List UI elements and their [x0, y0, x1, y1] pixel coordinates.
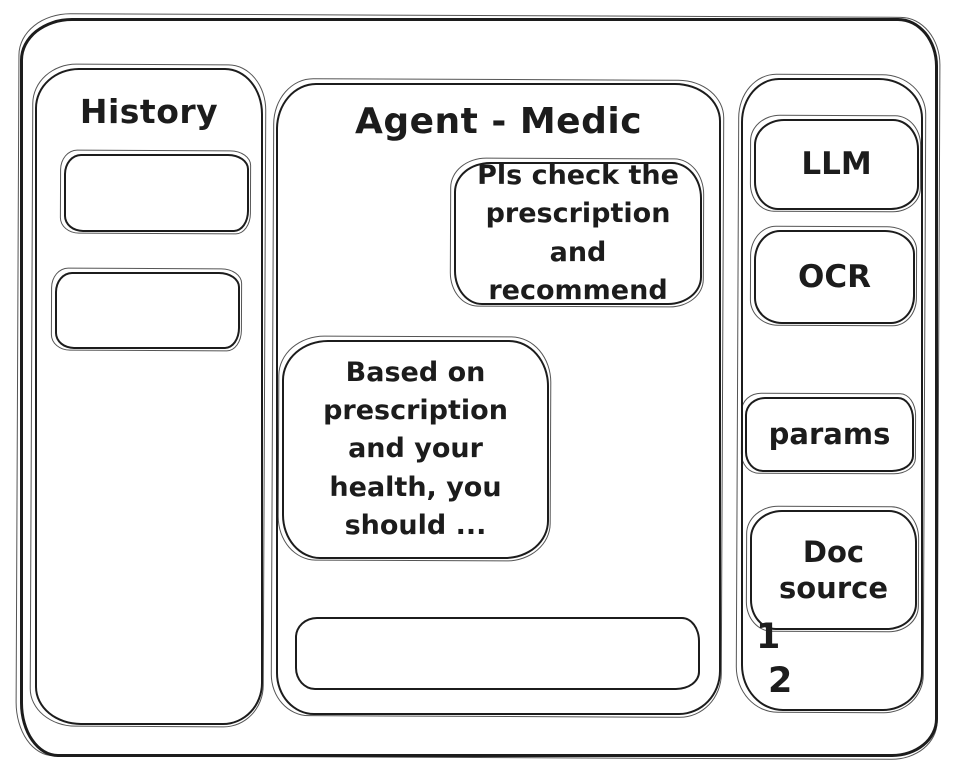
tools-panel: LLM OCR params Doc source 1 2: [741, 78, 923, 711]
ocr-button[interactable]: OCR: [754, 230, 915, 324]
user-message-bubble: Pls check the prescription and recommend: [454, 160, 702, 306]
history-item[interactable]: [64, 154, 249, 232]
doc-source-item[interactable]: 2: [768, 661, 793, 701]
llm-button[interactable]: LLM: [754, 119, 919, 210]
history-panel: History: [35, 68, 263, 725]
chat-panel: Agent - Medic Pls check the prescription…: [276, 83, 721, 715]
history-item[interactable]: [55, 272, 240, 349]
chat-title: Agent - Medic: [354, 101, 643, 142]
app-window: History Agent - Medic Pls check the pres…: [20, 18, 938, 757]
history-title: History: [79, 92, 219, 131]
doc-source-button[interactable]: Doc source: [750, 510, 917, 630]
assistant-message-bubble: Based on prescription and your health, y…: [282, 340, 549, 559]
params-button[interactable]: params: [745, 397, 914, 472]
chat-input[interactable]: [295, 617, 700, 690]
doc-source-item[interactable]: 1: [756, 617, 781, 657]
